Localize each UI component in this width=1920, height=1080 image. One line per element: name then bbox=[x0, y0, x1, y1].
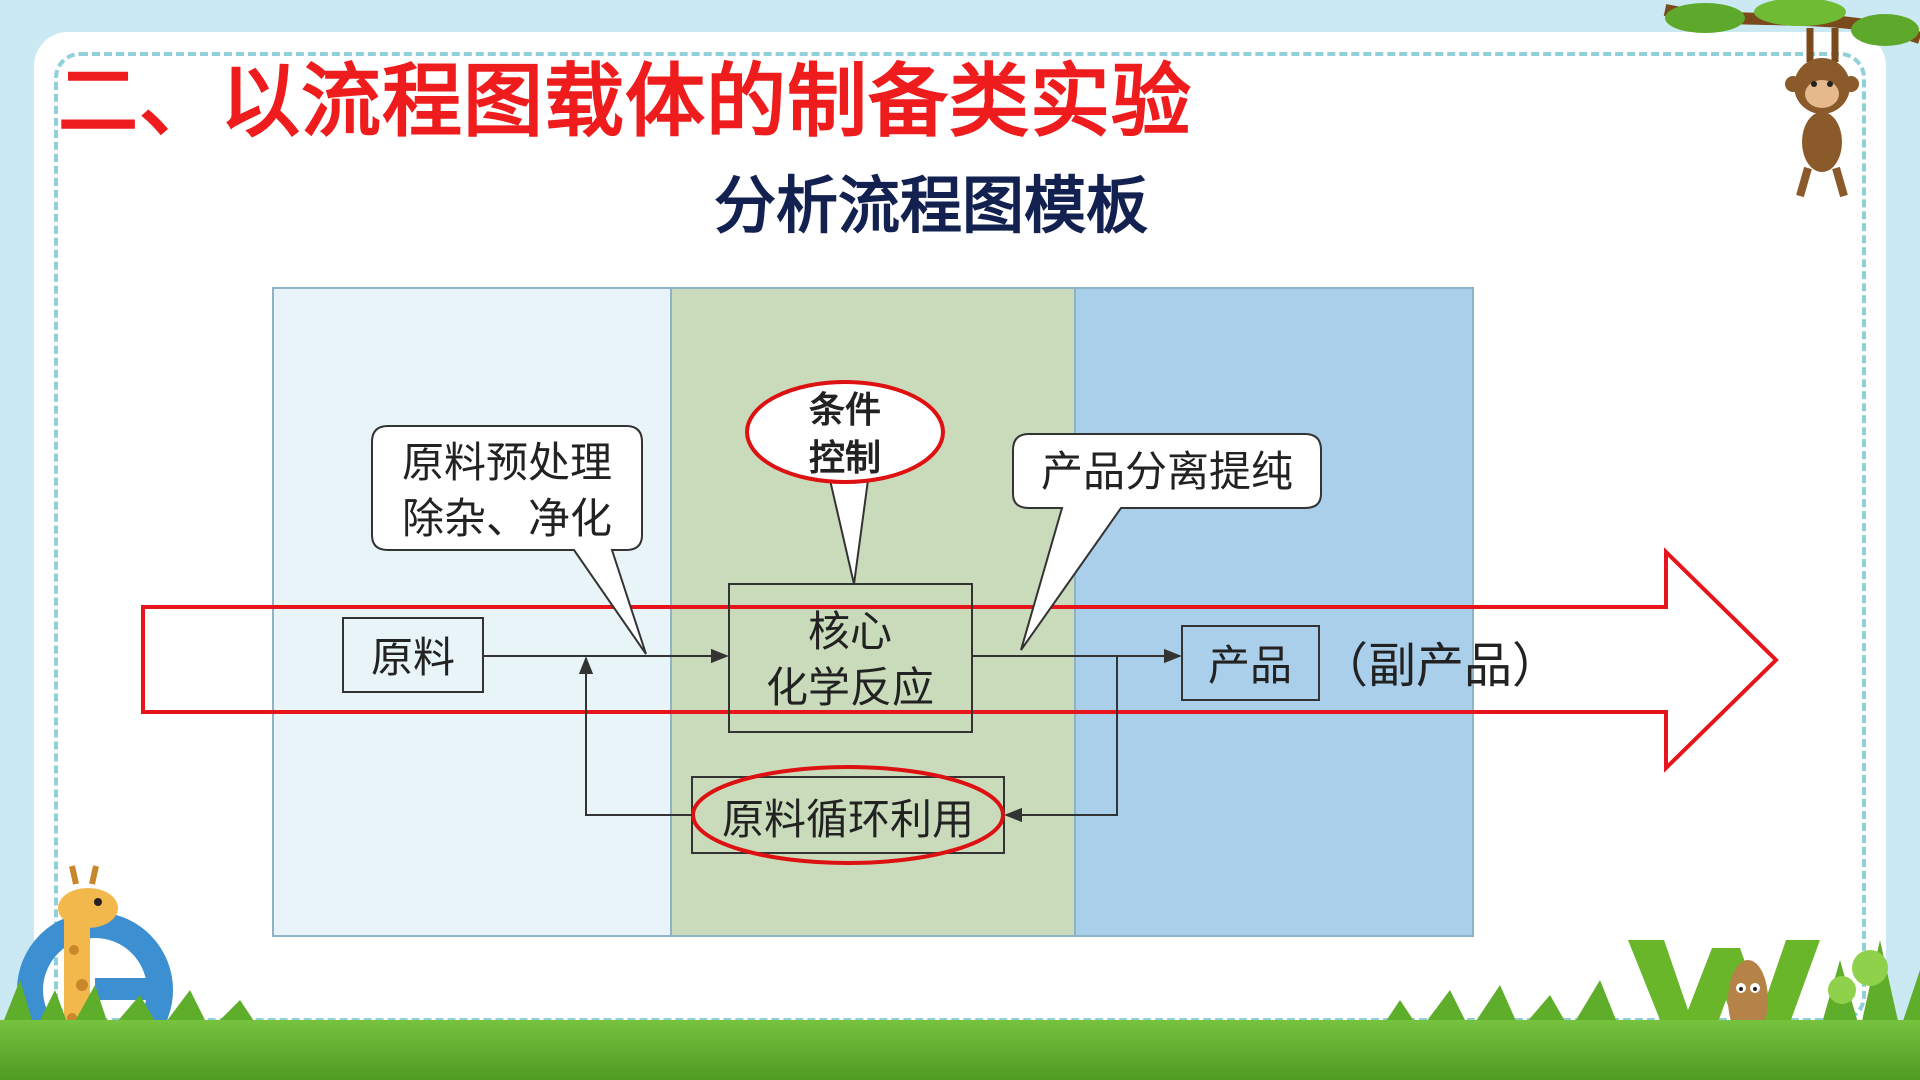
separation-label: 产品分离提纯 bbox=[1041, 447, 1293, 496]
condition-callout: 条件 控制 bbox=[745, 380, 945, 585]
panel-left bbox=[272, 287, 672, 937]
grass-strip bbox=[0, 1020, 1920, 1080]
condition-line2: 控制 bbox=[809, 438, 881, 479]
byproduct-label: （副产品） bbox=[1320, 638, 1560, 694]
product-label: 产品 bbox=[1208, 641, 1292, 690]
pretreatment-line1: 原料预处理 bbox=[402, 438, 612, 487]
core-reaction-line1: 核心 bbox=[808, 607, 892, 656]
diagram-subtitle: 分析流程图模板 bbox=[713, 169, 1148, 242]
condition-highlight bbox=[745, 380, 945, 484]
separation-callout: 产品分离提纯 bbox=[1012, 433, 1322, 651]
pretreatment-line2: 除杂、净化 bbox=[402, 494, 612, 543]
product-box bbox=[1181, 625, 1320, 701]
monkey-icon bbox=[1785, 28, 1859, 198]
condition-line1: 条件 bbox=[809, 390, 881, 431]
recycle-highlight bbox=[691, 765, 1005, 865]
core-reaction-line2: 化学反应 bbox=[766, 663, 934, 712]
arrow-recycle-to-raw bbox=[578, 656, 692, 816]
pretreatment-callout: 原料预处理 除杂、净化 bbox=[371, 425, 647, 655]
main-flow-arrow bbox=[141, 547, 1779, 773]
raw-material-label: 原料 bbox=[371, 633, 455, 682]
grass-icon bbox=[0, 940, 1920, 1030]
tree-branch-icon bbox=[1663, 0, 1920, 46]
arrow-product-to-recycle bbox=[1004, 656, 1118, 823]
panel-right bbox=[1074, 287, 1474, 937]
recycle-label: 原料循环利用 bbox=[722, 795, 974, 844]
slide-title: 二、以流程图载体的制备类实验 bbox=[58, 55, 1192, 148]
core-reaction-box bbox=[728, 583, 973, 733]
